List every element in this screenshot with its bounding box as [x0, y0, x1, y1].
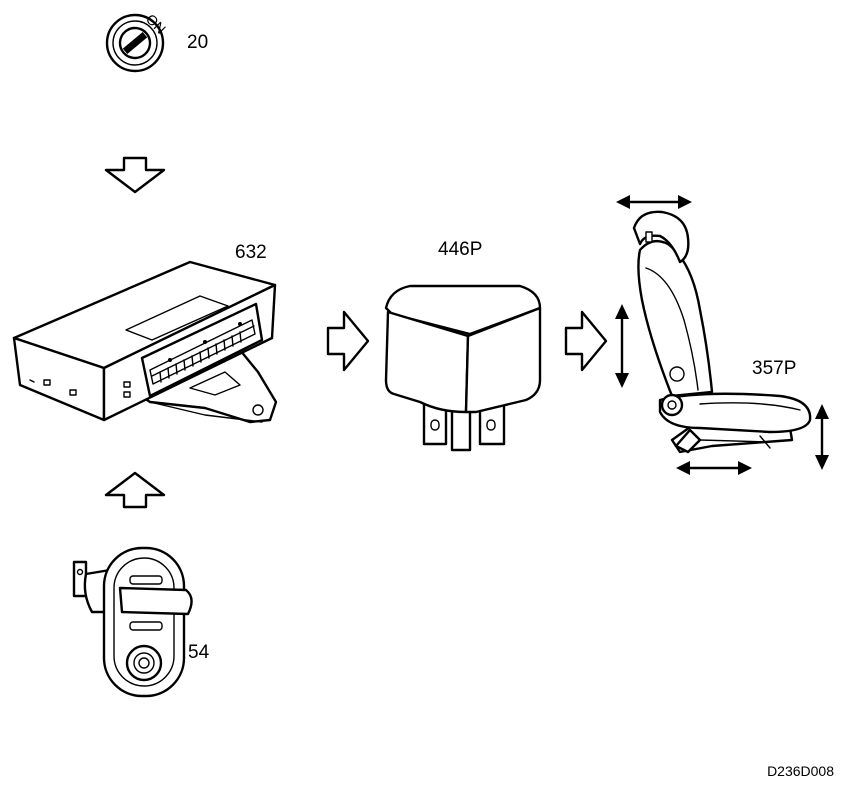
relay: [384, 284, 542, 452]
control-unit: [12, 260, 278, 424]
label-control-unit: 632: [235, 242, 267, 263]
label-seat: 357P: [752, 358, 796, 379]
door-switch: [72, 546, 193, 698]
seat-slide-arrow-icon: [676, 461, 752, 475]
headrest-horizontal-arrow-icon: [616, 195, 692, 209]
label-relay: 446P: [438, 239, 482, 260]
ignition-switch: ON: [105, 11, 169, 73]
arrow-right-icon: [326, 310, 370, 372]
seat-height-arrow-icon: [815, 404, 829, 470]
arrow-up-icon: [104, 471, 166, 509]
seat: [632, 210, 812, 454]
label-ignition-switch: 20: [187, 32, 208, 53]
arrow-right-icon: [564, 310, 608, 372]
label-door-switch: 54: [188, 642, 210, 663]
drawing-code: D236D008: [767, 763, 834, 779]
arrow-down-icon: [104, 156, 166, 194]
seat-vertical-arrow-icon: [615, 304, 629, 388]
